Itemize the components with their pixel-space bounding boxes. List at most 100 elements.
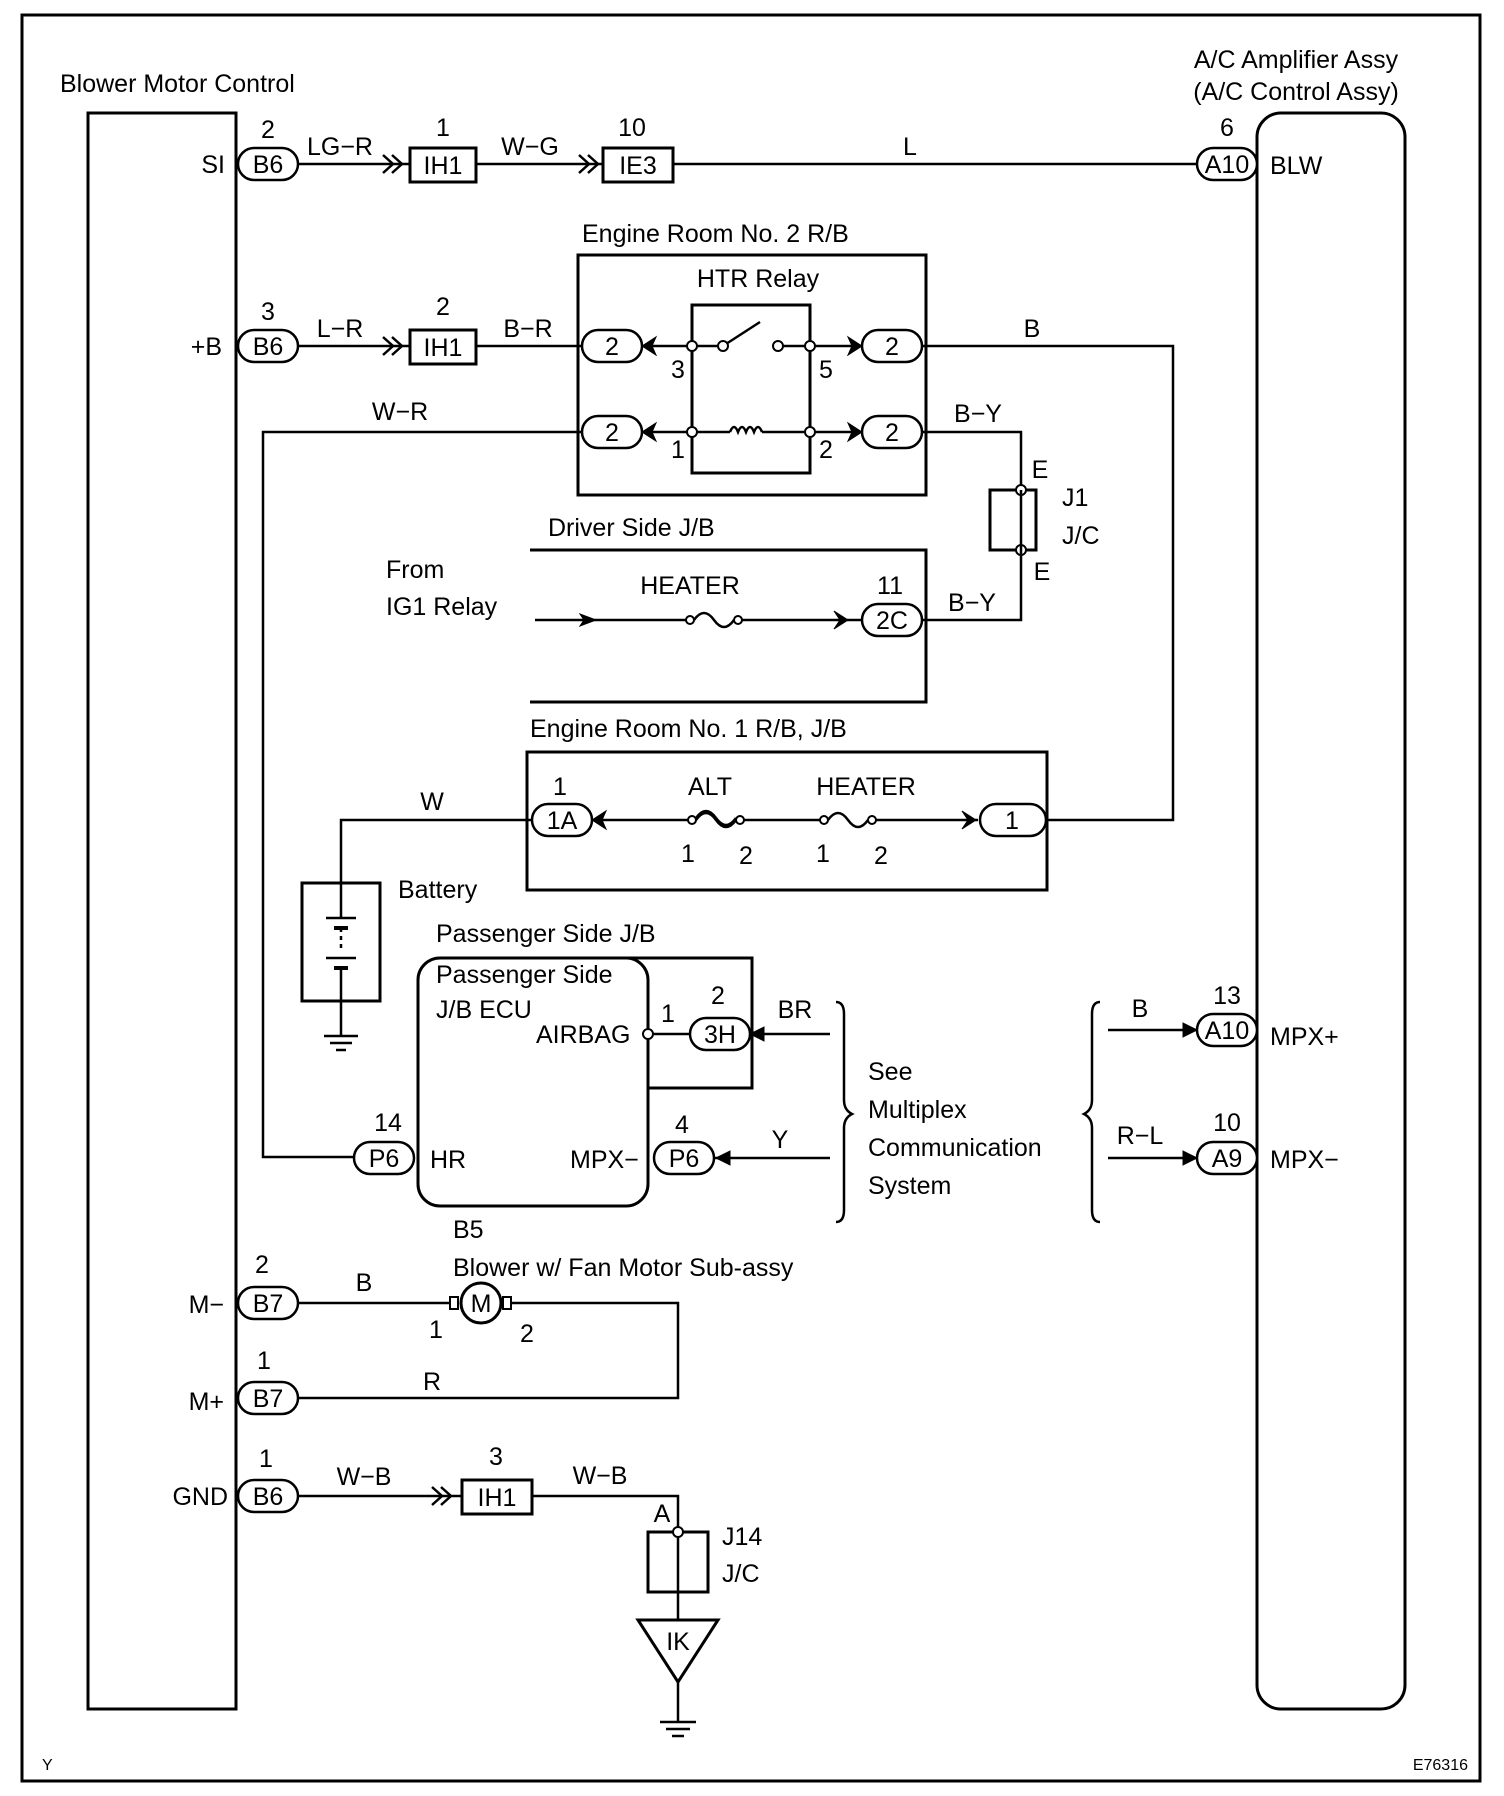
wire-label-b-y-top: B−Y — [954, 400, 1002, 428]
terminal-airbag: AIRBAG — [536, 1021, 630, 1049]
wire-label-y: Y — [772, 1126, 789, 1154]
connector-p6-hr — [352, 1140, 416, 1176]
flow-arrow — [1182, 1150, 1199, 1166]
see-label-1: See — [868, 1058, 912, 1086]
pin-a10-blw: 6 — [1220, 114, 1234, 142]
connector-a9-label: A9 — [1212, 1145, 1243, 1173]
terminal-m-minus: M− — [189, 1291, 224, 1319]
female-connector-marker — [961, 810, 977, 830]
wire-label-w-r: W−R — [372, 398, 428, 426]
htr-relay-label: HTR Relay — [697, 265, 820, 293]
pin-ih1-c: 3 — [489, 1443, 503, 1471]
pin-alt-2: 2 — [739, 842, 753, 870]
motor-terminal — [502, 1296, 512, 1310]
pin-a9: 10 — [1213, 1109, 1241, 1137]
female-connector-marker — [641, 335, 658, 357]
pin-j1-e-top: E — [1032, 456, 1049, 484]
pin-b6-gnd: 1 — [259, 1445, 273, 1473]
connector-b6-plusb — [236, 328, 300, 364]
wire-b-y-relay — [922, 430, 1023, 490]
motor-symbol: M — [471, 1290, 492, 1318]
pin-p6-hr: 14 — [374, 1109, 402, 1137]
flow-arrow — [578, 612, 598, 628]
ac-amplifier-label-2: (A/C Control Assy) — [1193, 78, 1399, 106]
see-label-3: Communication — [868, 1134, 1042, 1162]
connector-ih1-c-label: IH1 — [478, 1484, 517, 1512]
connector-1a-label: 1A — [547, 807, 578, 835]
fuse-terminal — [735, 815, 745, 825]
flow-arrow — [714, 1150, 731, 1166]
terminal-gnd: GND — [172, 1483, 228, 1511]
pin-ih1-b: 2 — [436, 293, 450, 321]
connector-a10-mpx-label: A10 — [1205, 1017, 1249, 1045]
wire-label-b-motor: B — [356, 1269, 373, 1297]
connector-b7-m-plus-label: B7 — [253, 1385, 284, 1413]
relay-terminal — [804, 340, 816, 352]
connector-2c — [860, 602, 924, 638]
pin-b6-si: 2 — [261, 116, 275, 144]
ecu-terminal-airbag — [642, 1028, 654, 1040]
diagram-frame — [20, 13, 1482, 1783]
terminal-mpx-minus: MPX− — [1270, 1146, 1339, 1174]
wire-w-battery — [339, 818, 532, 883]
wire-label-w: W — [420, 788, 444, 816]
flow-arrow — [1182, 1022, 1199, 1038]
brace-left — [835, 1000, 855, 1224]
blower-motor-icon — [459, 1281, 503, 1325]
pin-j14-a: A — [654, 1500, 671, 1528]
pin-b7-m-plus: 1 — [257, 1347, 271, 1375]
wire-label-b-y-bottom: B−Y — [948, 589, 996, 617]
connector-2c-label: 2C — [876, 607, 908, 635]
female-connector-marker — [846, 335, 863, 357]
brace-right — [1081, 1000, 1101, 1224]
connector-male-arrow — [382, 336, 404, 356]
see-label-2: Multiplex — [868, 1096, 967, 1124]
connector-male-arrow — [382, 154, 404, 174]
from-label-1: From — [386, 556, 444, 584]
blower-motor-control-label: Blower Motor Control — [60, 70, 295, 98]
battery-label: Battery — [398, 876, 478, 904]
pin-j1-e-bottom: E — [1034, 558, 1051, 586]
connector-b6-si — [236, 146, 300, 182]
female-connector-marker — [833, 610, 849, 630]
pin-relay-3: 3 — [671, 356, 685, 384]
female-connector-marker — [641, 421, 658, 443]
from-label-2: IG1 Relay — [386, 593, 498, 621]
junction-j14-terminal — [672, 1526, 684, 1538]
flow-arrow — [748, 1026, 765, 1042]
driver-side-jb-box — [530, 548, 928, 704]
connector-relay-2-d-label: 2 — [885, 419, 899, 447]
fuse-alt-label: ALT — [688, 773, 732, 801]
passenger-ecu-label-1: Passenger Side — [436, 961, 613, 989]
connector-ih1-b — [408, 328, 478, 366]
ac-amplifier-box — [1255, 111, 1407, 1711]
fuse-terminal — [685, 615, 695, 625]
pin-motor-2: 2 — [520, 1320, 534, 1348]
blower-motor-label: Blower w/ Fan Motor Sub-assy — [453, 1254, 794, 1282]
wire-label-br: BR — [778, 996, 813, 1024]
connector-b6-gnd — [236, 1478, 300, 1514]
pin-1a: 1 — [553, 773, 567, 801]
passenger-ecu-label-2: J/B ECU — [436, 996, 532, 1024]
relay-switch — [725, 320, 761, 346]
wire-label-r-motor: R — [423, 1368, 441, 1396]
fuse-terminal — [687, 815, 697, 825]
relay-terminal — [804, 426, 816, 438]
pin-relay-5: 5 — [819, 356, 833, 384]
junction-j1 — [988, 488, 1038, 552]
pin-heater-1: 1 — [816, 840, 830, 868]
fuse-heater-driver — [692, 611, 736, 629]
wire-label-r-l: R−L — [1117, 1122, 1164, 1150]
relay-terminal — [686, 426, 698, 438]
wire-label-b-mpx: B — [1132, 995, 1149, 1023]
junction-j1-jc-label: J/C — [1062, 522, 1100, 550]
connector-b7-m-minus — [236, 1285, 300, 1321]
ground-ik-label: IK — [666, 1628, 690, 1656]
passenger-jb-ecu-box — [416, 956, 650, 1208]
terminal-si: SI — [201, 151, 225, 179]
pin-airbag-1: 1 — [661, 1000, 675, 1028]
wire-label-b: B — [1024, 315, 1041, 343]
connector-male-arrow — [578, 154, 600, 174]
connector-1-label: 1 — [1005, 807, 1019, 835]
driver-side-jb-label: Driver Side J/B — [548, 514, 715, 542]
